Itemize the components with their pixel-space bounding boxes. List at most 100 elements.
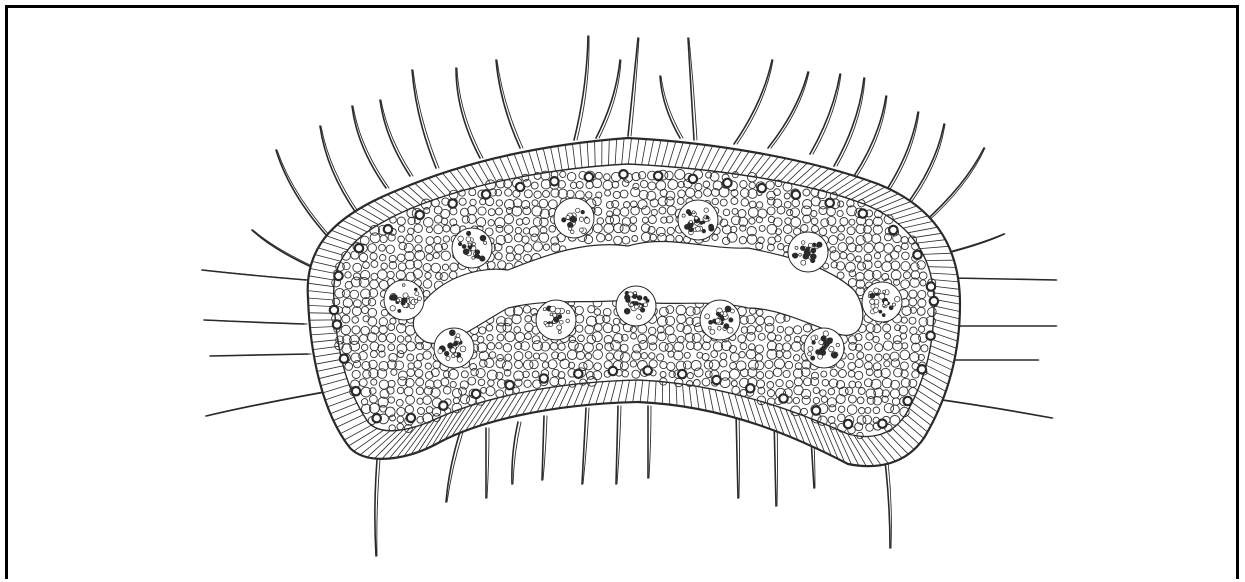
xylem-cell <box>415 292 419 296</box>
fiber-dot <box>889 226 897 234</box>
fiber-dot <box>913 251 921 259</box>
xylem-cell <box>801 241 805 245</box>
fiber-dot <box>826 199 834 207</box>
xylem-cell <box>484 241 487 244</box>
vascular-bundle <box>804 328 844 368</box>
fiber-dot <box>407 414 415 422</box>
fiber-dot <box>340 355 348 363</box>
xylem-cell <box>795 246 798 249</box>
xylem-cell <box>812 341 815 344</box>
xylem-cell <box>457 357 462 362</box>
xylem-cell <box>817 244 820 247</box>
vascular-bundle <box>434 328 474 368</box>
xylem-cell <box>414 288 417 291</box>
xylem-cell <box>403 293 408 298</box>
fiber-dot <box>878 420 886 428</box>
fiber-dot <box>550 177 558 185</box>
xylem-cell <box>884 301 889 306</box>
xylem-cell <box>472 243 475 246</box>
xylem-cell <box>644 303 648 307</box>
fiber-dot <box>506 381 514 389</box>
vascular-bundle <box>554 198 594 238</box>
xylem-cell <box>448 343 454 349</box>
xylem-cell <box>456 334 460 338</box>
xylem-cell <box>543 308 546 311</box>
trichome-hair <box>496 60 520 148</box>
leaf-cross-section-illustration <box>8 8 1242 582</box>
trichome-hair-edge <box>739 412 740 498</box>
trichome-hair <box>660 76 680 138</box>
trichome-hair <box>736 412 738 498</box>
trichome-hair-edge <box>487 428 489 498</box>
figure-frame <box>5 5 1239 579</box>
xylem-cell <box>468 243 471 246</box>
xylem-cell <box>874 308 879 313</box>
xylem-cell <box>717 326 721 330</box>
fiber-dot <box>746 384 754 392</box>
xylem-cell <box>892 303 895 306</box>
xylem-cell <box>689 220 692 223</box>
xylem-cell <box>696 227 701 232</box>
vascular-bundle <box>536 300 576 340</box>
trichome-hair <box>412 70 436 168</box>
xylem-cell <box>646 299 649 302</box>
xylem-cell <box>800 246 805 251</box>
fiber-dot <box>540 374 548 382</box>
fiber-dot <box>439 402 447 410</box>
xylem-cell <box>682 214 685 217</box>
xylem-cell <box>695 216 698 219</box>
xylem-cell <box>579 228 583 232</box>
fiber-dot <box>644 366 652 374</box>
fiber-dot <box>758 184 766 192</box>
xylem-cell <box>793 253 798 258</box>
xylem-cell <box>639 305 642 308</box>
xylem-cell <box>811 336 816 341</box>
xylem-cell <box>640 308 644 312</box>
xylem-cell <box>637 296 642 301</box>
xylem-cell <box>829 347 834 352</box>
xylem-cell <box>686 210 690 214</box>
xylem-cell <box>702 221 705 224</box>
xylem-cell <box>415 300 418 303</box>
xylem-cell <box>446 356 450 360</box>
trichome-hair <box>734 60 772 144</box>
vascular-bundle <box>452 228 492 268</box>
xylem-cell <box>554 318 558 322</box>
trichome-hair <box>884 112 918 194</box>
trichome-hair-edge <box>321 126 359 213</box>
xylem-cell <box>566 216 570 220</box>
fiber-dot <box>416 211 424 219</box>
xylem-cell <box>390 306 395 311</box>
xylem-cell <box>566 310 569 313</box>
xylem-cell <box>821 347 824 350</box>
xylem-cell <box>808 346 813 351</box>
xylem-cell <box>630 303 633 306</box>
xylem-cell <box>550 306 556 312</box>
xylem-cell <box>725 306 731 312</box>
xylem-cell <box>463 249 469 255</box>
xylem-cell <box>705 314 710 319</box>
xylem-cell <box>458 242 461 245</box>
fiber-dot <box>779 394 787 402</box>
xylem-cell <box>466 237 471 242</box>
fiber-dot <box>334 272 342 280</box>
xylem-cell <box>874 288 879 293</box>
xylem-cell <box>454 341 458 345</box>
vascular-bundle <box>616 286 656 326</box>
trichome-hair-edge <box>649 406 651 478</box>
fiber-dot <box>930 297 938 305</box>
fiber-dot <box>355 244 363 252</box>
xylem-cell <box>458 236 464 242</box>
fiber-dot <box>918 365 926 373</box>
xylem-cell <box>879 310 882 313</box>
xylem-cell <box>836 343 839 346</box>
trichome-hair-edge <box>447 432 463 502</box>
xylem-cell <box>550 313 553 316</box>
vascular-bundle <box>862 282 902 322</box>
fiber-dot <box>609 367 617 375</box>
fiber-dot <box>859 209 867 217</box>
xylem-cell <box>637 315 642 320</box>
trichome-hair-edge <box>381 100 413 176</box>
xylem-cell <box>475 250 480 255</box>
xylem-cell <box>720 312 723 315</box>
